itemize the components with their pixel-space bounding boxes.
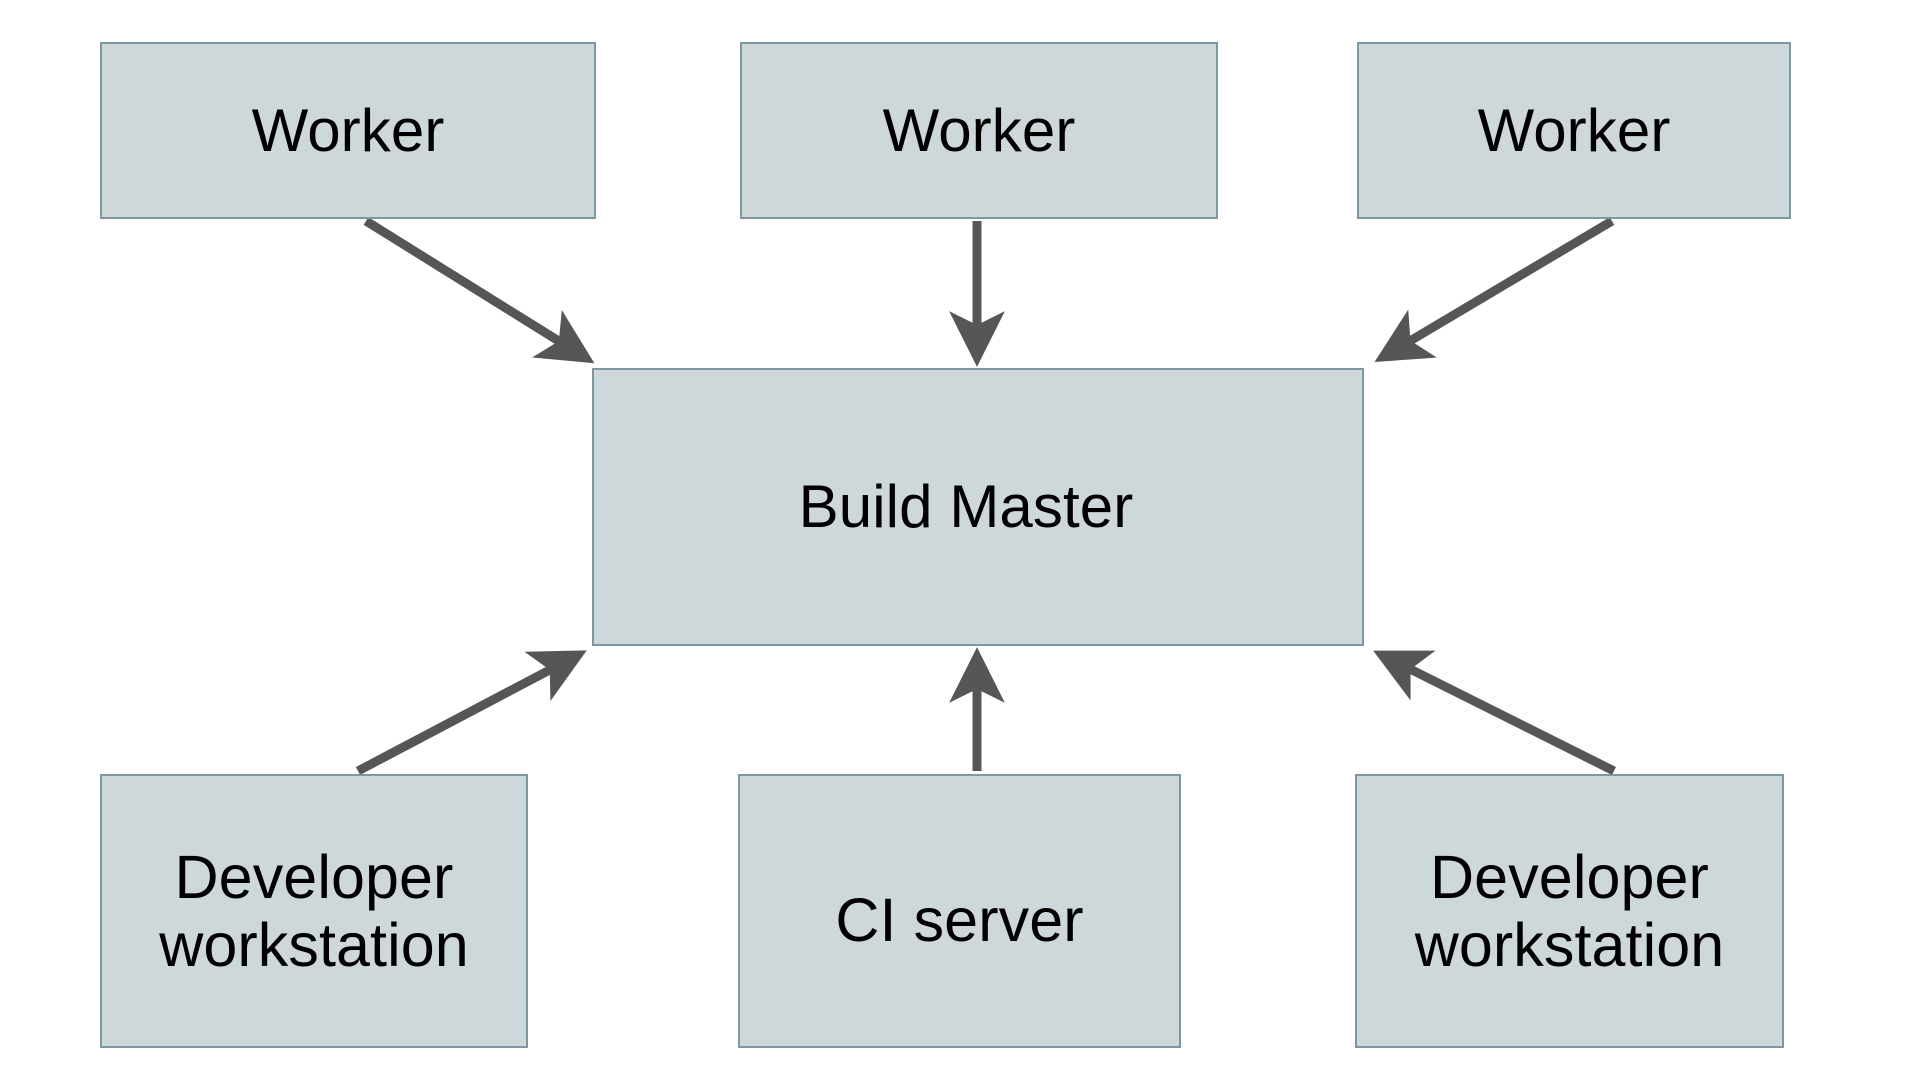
node-worker-2[interactable]: Worker <box>740 42 1218 219</box>
node-worker-2-label: Worker <box>882 96 1076 164</box>
node-ci-server[interactable]: CI server <box>738 774 1181 1048</box>
node-dev-workstation-right[interactable]: Developer workstation <box>1355 774 1784 1048</box>
edge-dev-workstation-right-to-build-master <box>1373 650 1617 776</box>
node-build-master-label: Build Master <box>798 473 1134 541</box>
edge-worker-3-to-build-master <box>1374 217 1615 363</box>
node-build-master[interactable]: Build Master <box>592 368 1364 646</box>
node-worker-3-label: Worker <box>1477 96 1671 164</box>
node-dev-workstation-left[interactable]: Developer workstation <box>100 774 528 1048</box>
node-worker-1-label: Worker <box>251 96 445 164</box>
node-worker-1[interactable]: Worker <box>100 42 596 219</box>
node-worker-3[interactable]: Worker <box>1357 42 1791 219</box>
node-dev-workstation-right-label: Developer workstation <box>1414 842 1725 979</box>
edge-dev-workstation-left-to-build-master <box>355 650 587 775</box>
edge-worker-1-to-build-master <box>363 217 595 364</box>
node-ci-server-label: CI server <box>835 885 1084 954</box>
node-dev-workstation-left-label: Developer workstation <box>159 842 469 979</box>
